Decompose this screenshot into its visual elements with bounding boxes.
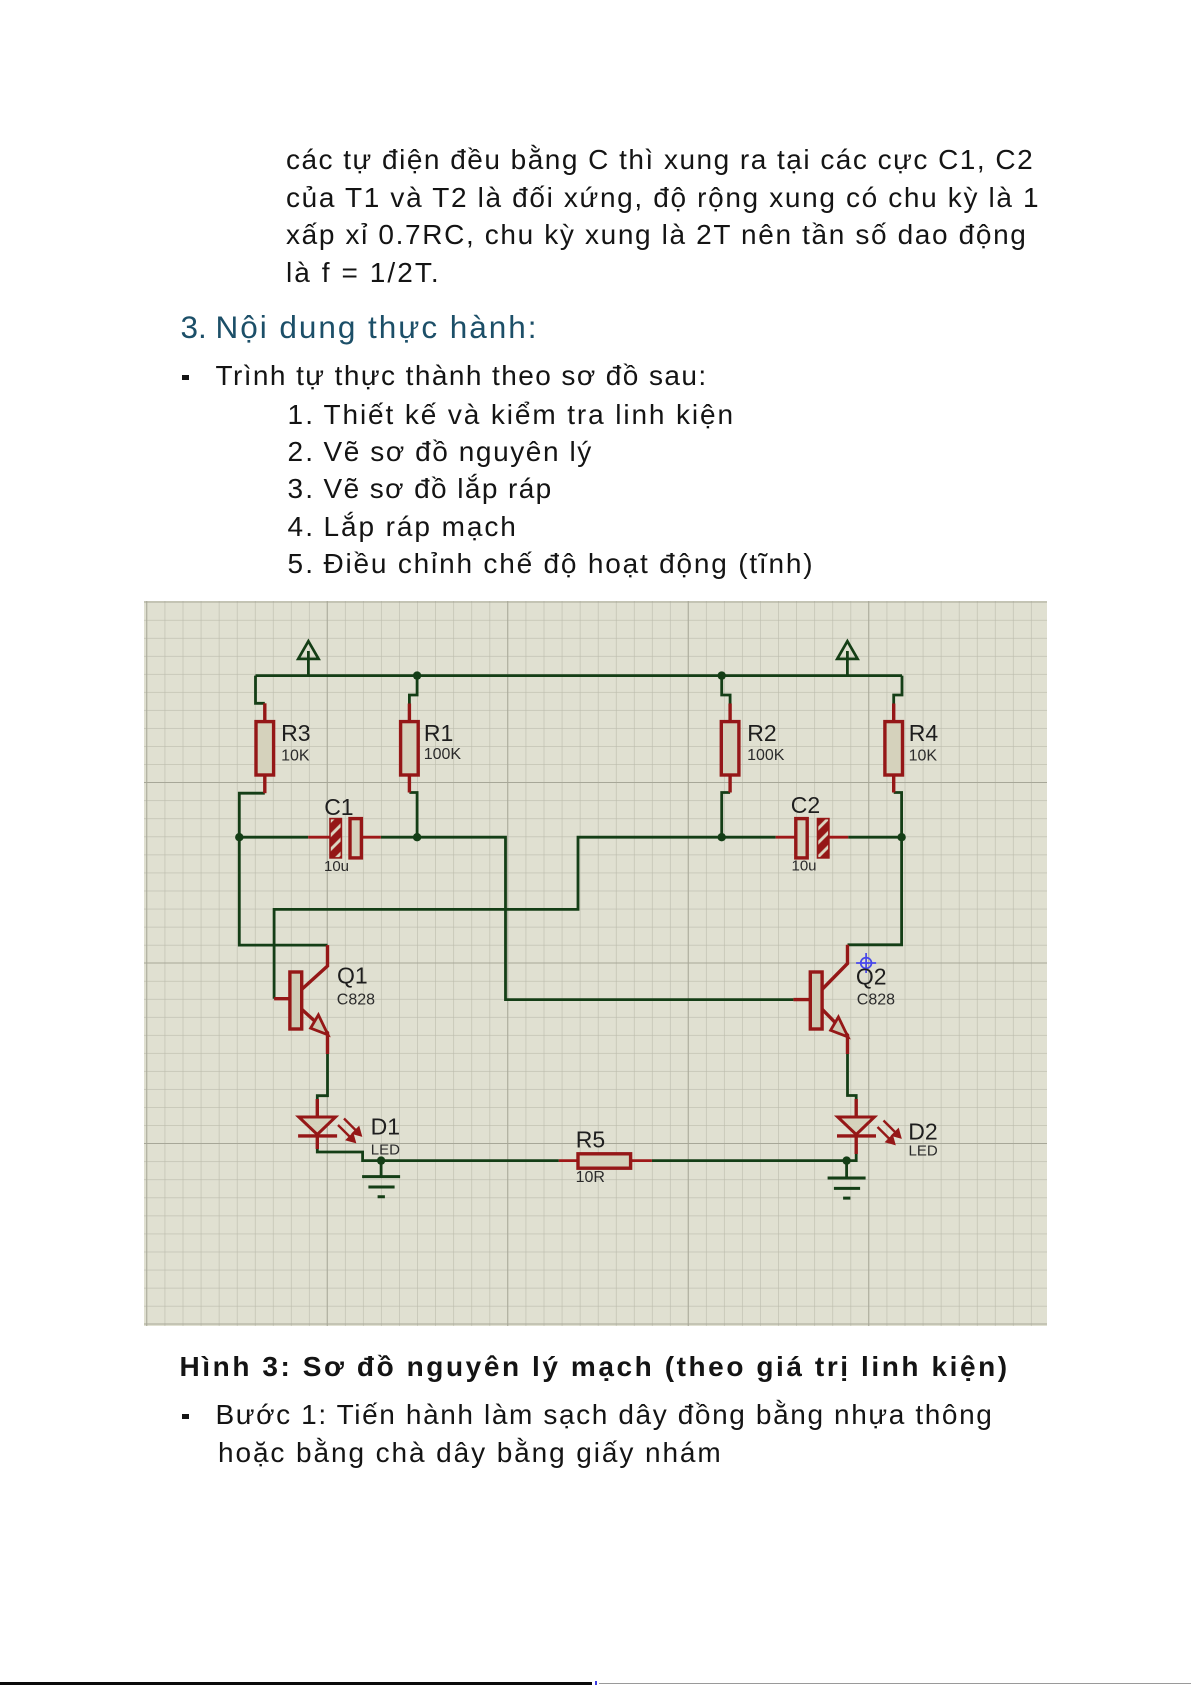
svg-text:R5: R5: [575, 1126, 604, 1152]
svg-text:R1: R1: [423, 720, 452, 746]
svg-text:R3: R3: [281, 720, 310, 746]
svg-text:10K: 10K: [908, 748, 937, 765]
svg-text:Q1: Q1: [337, 962, 368, 988]
svg-text:C1: C1: [324, 794, 353, 820]
svg-text:C828: C828: [856, 992, 894, 1009]
svg-text:D1: D1: [370, 1114, 399, 1140]
svg-text:LED: LED: [908, 1143, 937, 1160]
svg-text:R4: R4: [908, 720, 938, 746]
svg-text:100K: 100K: [423, 746, 461, 763]
svg-text:C828: C828: [336, 992, 374, 1009]
svg-text:10R: 10R: [575, 1169, 604, 1186]
svg-text:100K: 100K: [747, 747, 785, 764]
svg-text:10u: 10u: [324, 858, 349, 875]
svg-text:R2: R2: [747, 720, 776, 746]
svg-text:Q2: Q2: [855, 964, 886, 990]
svg-text:C2: C2: [790, 792, 819, 818]
svg-text:D2: D2: [908, 1119, 937, 1145]
svg-text:LED: LED: [370, 1142, 399, 1159]
svg-text:10K: 10K: [281, 747, 310, 764]
svg-text:10u: 10u: [791, 857, 816, 874]
